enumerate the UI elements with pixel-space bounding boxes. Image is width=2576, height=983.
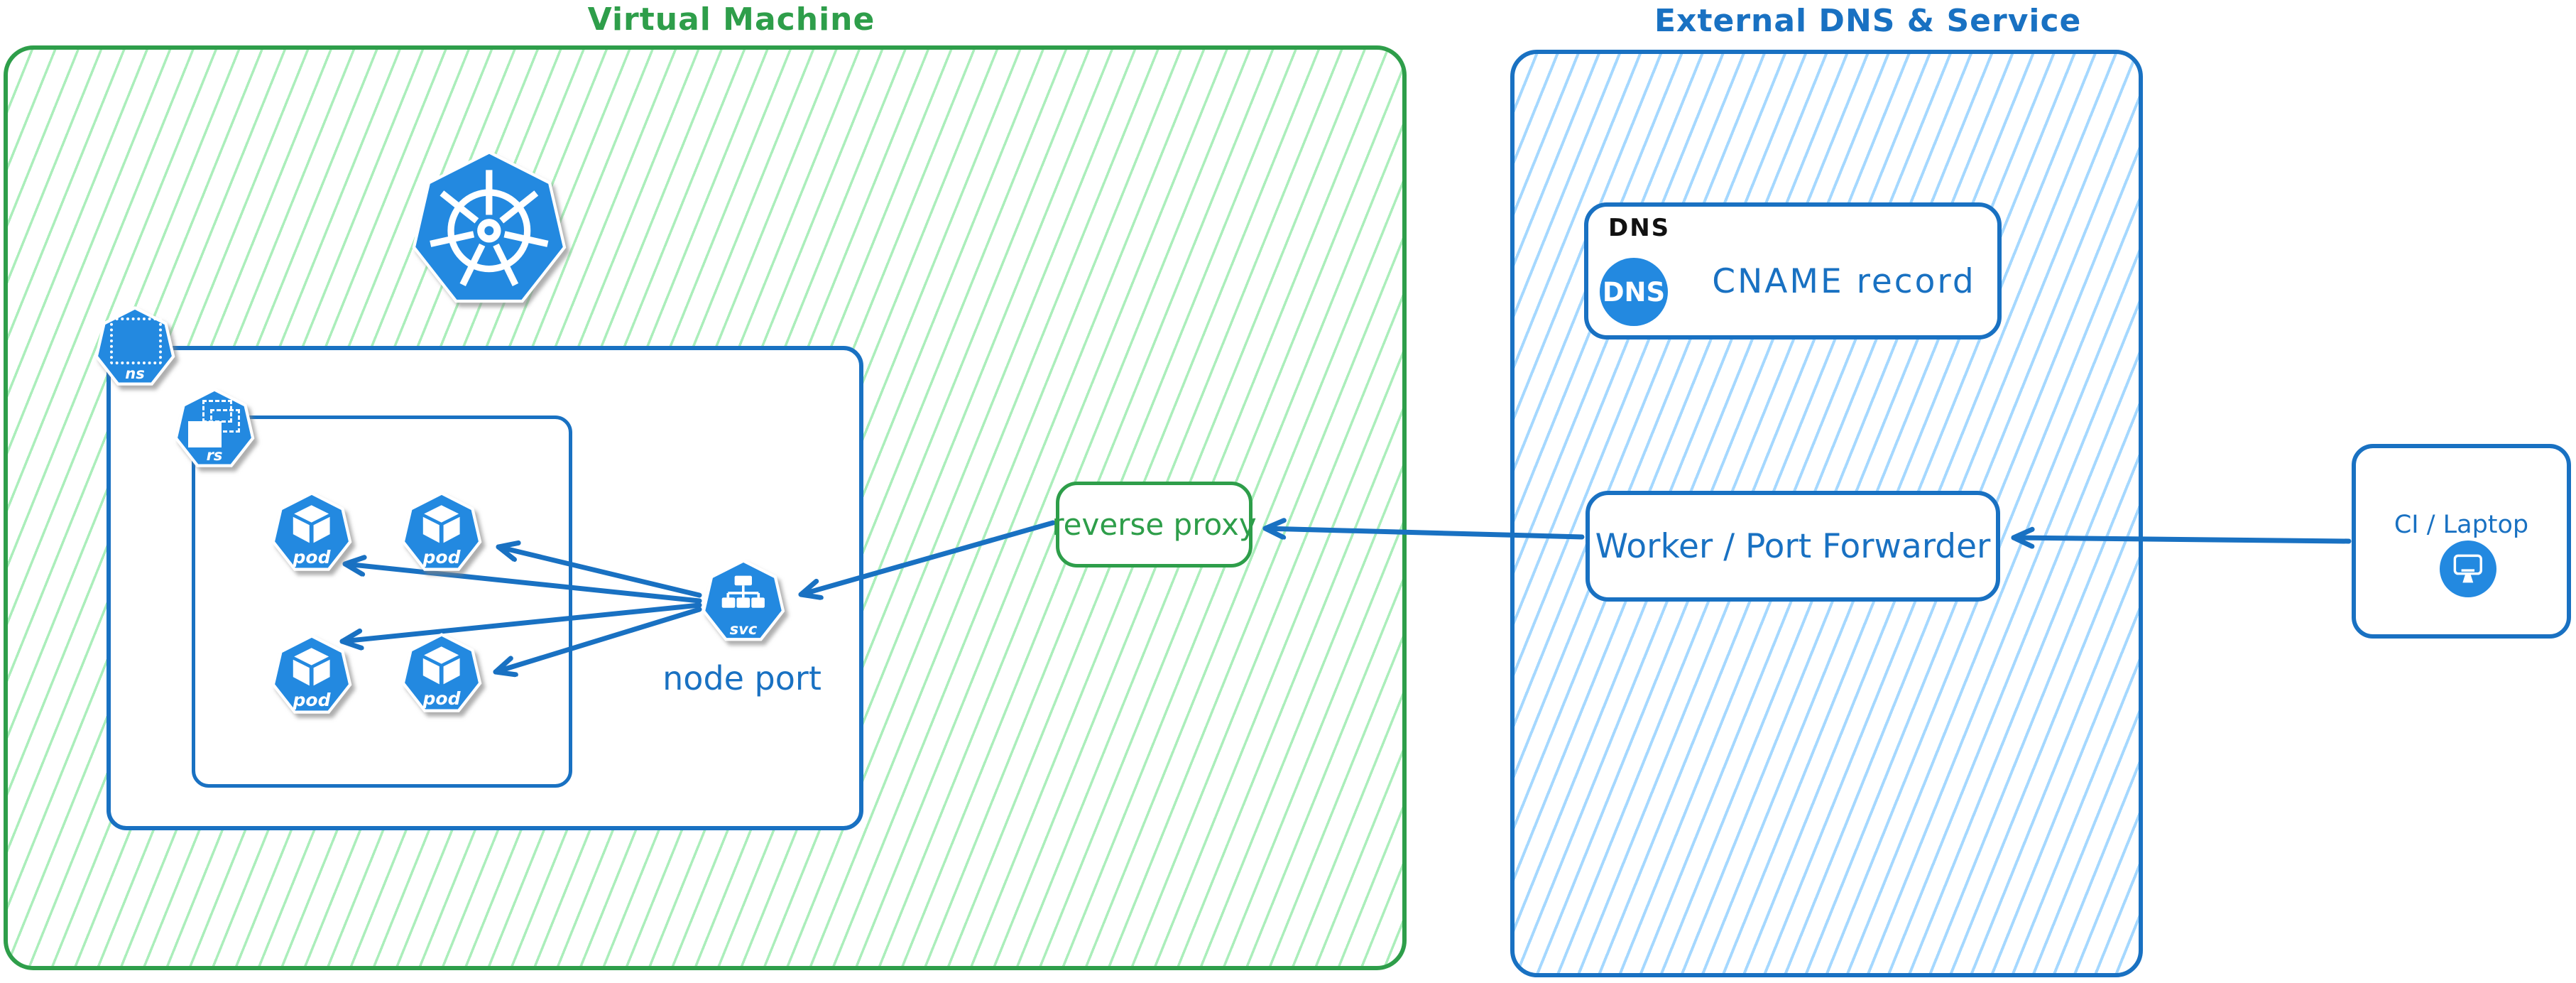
- vm-group-title: Virtual Machine: [587, 1, 875, 38]
- namespace-icon-label: ns: [125, 365, 145, 383]
- dns-badge-icon: DNS: [1600, 258, 1668, 326]
- solid-box-icon: [187, 420, 222, 447]
- ci-laptop-box: CI / Laptop: [2352, 444, 2571, 639]
- cube-icon: [423, 646, 460, 685]
- external-group-title: External DNS & Service: [1654, 3, 2082, 39]
- dotted-square-icon: [110, 317, 162, 364]
- dns-card: DNS DNS CNAME record: [1584, 202, 2002, 340]
- namespace-icon: ns: [91, 304, 179, 392]
- worker-label: Worker / Port Forwarder: [1595, 526, 1991, 566]
- monitor-icon: [2440, 541, 2496, 597]
- pod-icon: pod: [268, 489, 356, 577]
- reverse-proxy-label: reverse proxy: [1052, 507, 1257, 542]
- pod-icon-label: pod: [422, 688, 461, 710]
- replicaset-icon-label: rs: [206, 447, 223, 465]
- kubernetes-icon: [405, 146, 574, 315]
- pod-icon: pod: [398, 631, 486, 719]
- dns-header-label: DNS: [1608, 214, 1671, 242]
- pod-icon-label: pod: [422, 547, 461, 568]
- desktop-screen-icon: [2453, 554, 2483, 583]
- cube-icon: [293, 648, 330, 686]
- pod-icon: pod: [268, 632, 356, 720]
- service-icon: svc: [698, 557, 789, 648]
- worker-box: Worker / Port Forwarder: [1586, 491, 2000, 602]
- cube-icon: [423, 505, 460, 543]
- cname-record-label: CNAME record: [1712, 262, 1976, 301]
- helm-wheel-icon: [430, 170, 549, 287]
- pod-icon-label: pod: [293, 547, 331, 568]
- replicaset-icon: rs: [170, 386, 258, 474]
- cube-icon: [293, 505, 330, 543]
- service-icon-label: svc: [729, 620, 758, 638]
- dns-badge-label: DNS: [1602, 276, 1666, 308]
- pod-icon: pod: [398, 489, 486, 577]
- tree-icon: [721, 575, 765, 608]
- pod-icon-label: pod: [293, 690, 331, 711]
- node-port-label: node port: [662, 659, 822, 697]
- ci-laptop-label: CI / Laptop: [2394, 511, 2529, 539]
- dashed-box-icon: [209, 409, 240, 433]
- reverse-proxy-box: reverse proxy: [1052, 482, 1257, 567]
